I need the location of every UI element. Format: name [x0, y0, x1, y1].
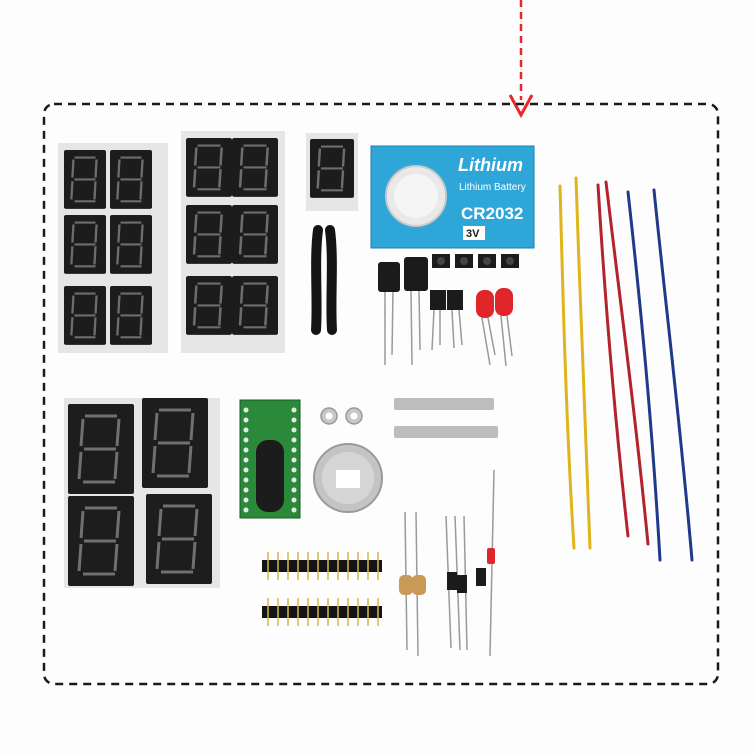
single-display	[306, 133, 358, 211]
small-displays-group-left	[58, 143, 168, 353]
small-displays-group-middle	[181, 131, 285, 353]
hex-nuts	[320, 407, 363, 425]
microcontroller-board	[239, 399, 301, 519]
battery-holder	[313, 443, 383, 513]
large-displays	[64, 396, 220, 588]
battery-brand: Lithium	[458, 155, 523, 175]
heat-shrink-tube	[311, 225, 337, 335]
dashed-down-arrow-icon	[508, 0, 534, 119]
screws	[394, 398, 498, 438]
battery-voltage: 3V	[466, 228, 480, 240]
push-buttons	[432, 254, 519, 268]
dashed-frame	[42, 102, 720, 686]
battery-card: Lithium Lithium Battery CR2032 3V	[370, 145, 535, 249]
pin-headers	[262, 552, 382, 626]
red-leds	[476, 288, 513, 367]
transistors	[430, 290, 463, 351]
resistors-diodes	[399, 469, 495, 657]
battery-model: CR2032	[461, 204, 523, 223]
wires	[558, 176, 694, 562]
battery-subtitle: Lithium Battery	[459, 182, 526, 193]
capacitors	[378, 257, 428, 366]
